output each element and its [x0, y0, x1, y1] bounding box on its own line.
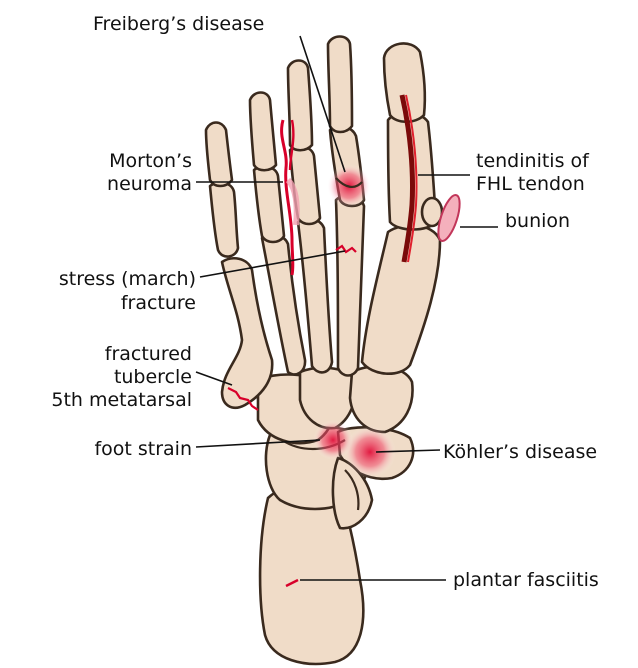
- label-stress-line1: stress (march): [4, 268, 196, 290]
- toe-3-distal-phalanx: [288, 61, 312, 151]
- cuneiform-bone: [300, 368, 356, 428]
- toe-5-distal-phalanx: [206, 123, 232, 187]
- toe-4-distal-phalanx: [250, 93, 276, 171]
- label-bunion: bunion: [505, 210, 570, 232]
- label-stress-line2: fracture: [4, 292, 196, 314]
- label-tendinitis-line1: tendinitis of: [476, 150, 589, 172]
- medial-cuneiform-bone: [350, 366, 413, 432]
- label-morton-line2: neuroma: [64, 173, 192, 195]
- label-plantar-fasciitis: plantar fasciitis: [453, 569, 599, 591]
- label-tubercle-line3: 5th metatarsal: [4, 389, 192, 411]
- toe-4-proximal-phalanx: [254, 167, 284, 242]
- label-tendinitis-line2: FHL tendon: [476, 173, 585, 195]
- label-kohler: Köhler’s disease: [443, 441, 597, 463]
- metatarsal-2-bone: [336, 195, 364, 375]
- label-foot-strain: foot strain: [40, 438, 192, 460]
- metatarsal-5-bone: [222, 258, 272, 407]
- label-morton-line1: Morton’s: [64, 150, 192, 172]
- label-tubercle-line2: tubercle: [4, 366, 192, 388]
- toe-2-distal-phalanx: [328, 37, 352, 133]
- label-freiberg: Freiberg’s disease: [93, 13, 264, 35]
- toe-5-proximal-phalanx: [210, 183, 238, 257]
- metatarsal-1-bone: [362, 225, 440, 373]
- label-tubercle-line1: fractured: [4, 343, 192, 365]
